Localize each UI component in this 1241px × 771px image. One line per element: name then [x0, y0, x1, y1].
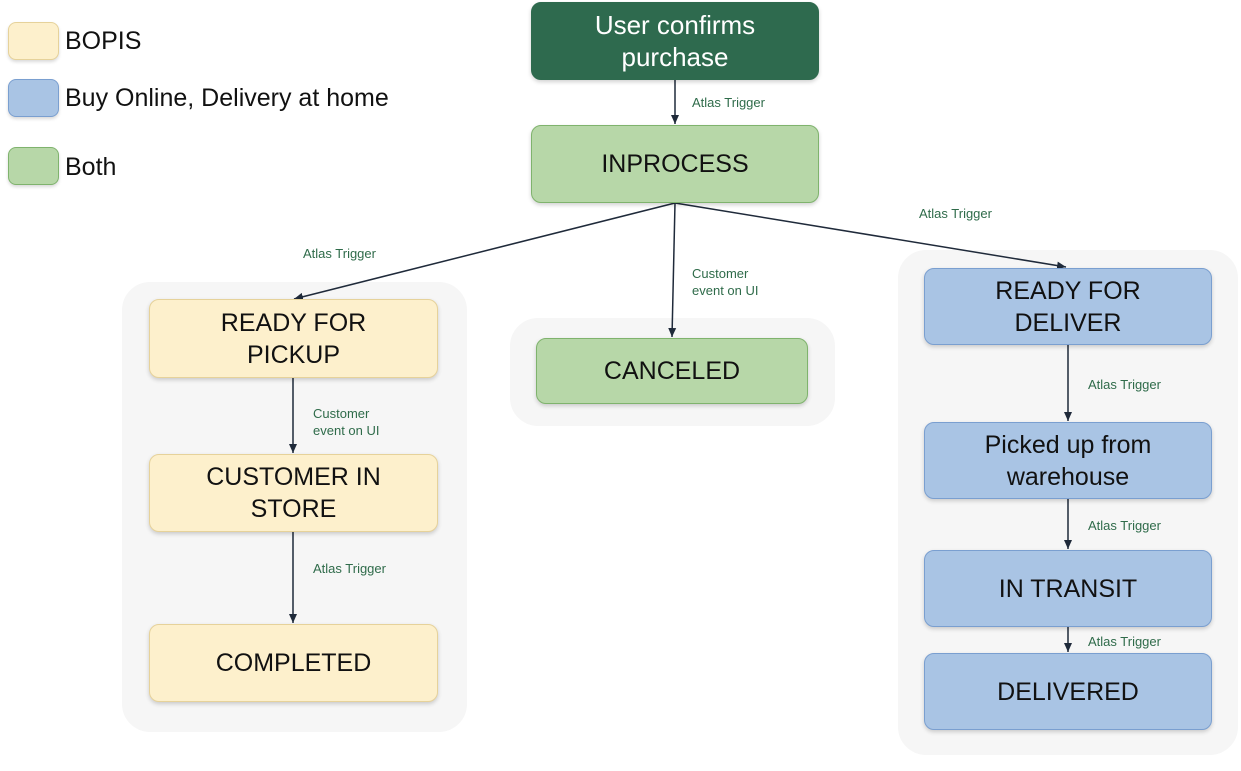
edge-label-ready-pickup-to-customer-in-store: Customer event on UI: [313, 406, 380, 438]
edge-inprocess-to-ready-pickup: [293, 202, 676, 301]
node-label: Picked up from warehouse: [984, 430, 1152, 491]
edge-label-customer-in-store-to-completed: Atlas Trigger: [313, 561, 386, 576]
node-label: DELIVERED: [997, 677, 1139, 706]
edge-inprocess-to-canceled: [668, 202, 677, 338]
node-label: COMPLETED: [215, 649, 372, 677]
legend-label-both: Both: [65, 153, 117, 181]
legend-swatch-delivery: [8, 79, 59, 117]
legend-label-delivery: Buy Online, Delivery at home: [65, 84, 389, 112]
node-picked-up-from-warehouse: Picked up from warehouse: [924, 422, 1212, 499]
node-user-confirms-purchase: User confirms purchase: [531, 2, 819, 80]
legend-swatch-both: [8, 147, 59, 185]
node-label: IN TRANSIT: [998, 574, 1138, 603]
node-label: CANCELED: [603, 357, 741, 385]
edge-inprocess-to-ready-deliver: [674, 202, 1067, 270]
legend-swatch-bopis: [8, 22, 59, 60]
node-label: READY FOR PICKUP: [220, 308, 367, 369]
node-label: READY FOR DELIVER: [995, 276, 1141, 337]
edge-label-inprocess-to-ready-deliver: Atlas Trigger: [919, 206, 992, 221]
edge-label-inprocess-to-canceled: Customer event on UI: [692, 266, 759, 298]
node-canceled: CANCELED: [536, 338, 808, 404]
edge-label-ready-deliver-to-picked-up: Atlas Trigger: [1088, 377, 1161, 392]
node-in-transit: IN TRANSIT: [924, 550, 1212, 627]
node-ready-for-deliver: READY FOR DELIVER: [924, 268, 1212, 345]
edge-label-in-transit-to-delivered: Atlas Trigger: [1088, 634, 1161, 649]
node-delivered: DELIVERED: [924, 653, 1212, 730]
node-completed: COMPLETED: [149, 624, 438, 702]
edge-label-start-to-inprocess: Atlas Trigger: [692, 95, 765, 110]
legend-label-bopis: BOPIS: [65, 27, 142, 55]
edge-label-picked-up-to-in-transit: Atlas Trigger: [1088, 518, 1161, 533]
node-label: User confirms purchase: [594, 10, 756, 72]
node-inprocess: INPROCESS: [531, 125, 819, 203]
node-customer-in-store: CUSTOMER IN STORE: [149, 454, 438, 532]
node-ready-for-pickup: READY FOR PICKUP: [149, 299, 438, 378]
node-label: INPROCESS: [601, 150, 749, 178]
edge-label-inprocess-to-ready-pickup: Atlas Trigger: [303, 246, 376, 261]
node-label: CUSTOMER IN STORE: [206, 463, 381, 523]
